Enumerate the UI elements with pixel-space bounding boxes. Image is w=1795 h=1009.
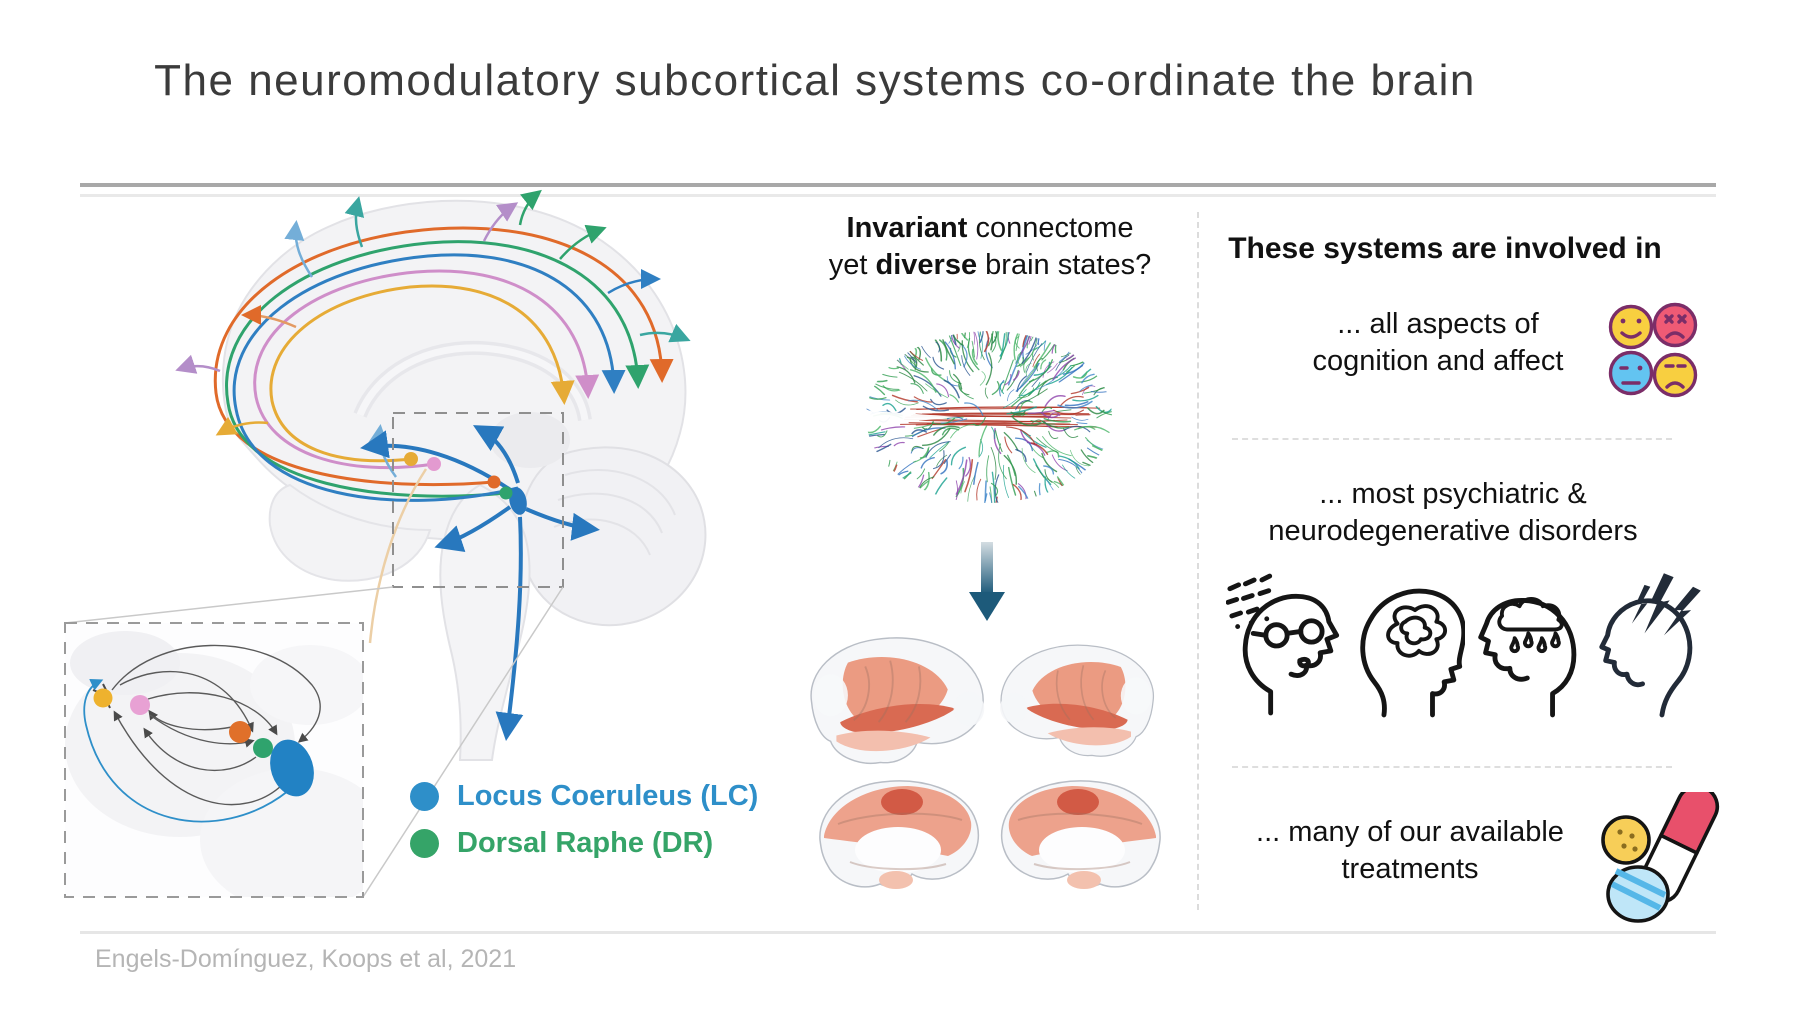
involved-item-disorders: ... most psychiatric & neurodegenerative… [1268, 478, 1638, 547]
lc-dot-icon [410, 782, 439, 811]
right-column-header: These systems are involved in [1228, 232, 1662, 265]
connectome-image [862, 331, 1112, 503]
depression-head-icon [1478, 596, 1577, 718]
legend-item-dr: Dorsal Raphe (DR) [410, 827, 758, 860]
zoom-region-box [392, 412, 564, 588]
pain-head-icon [1598, 573, 1701, 718]
legend-item-lc: Locus Coeruleus (LC) [410, 780, 758, 813]
brain-map-lateral-right [999, 644, 1155, 757]
emotion-faces-icon [1608, 302, 1698, 398]
footer-rule [80, 931, 1716, 934]
dr-dot-icon [410, 829, 439, 858]
brainstem [439, 483, 531, 761]
inset-node-yellow [93, 688, 113, 708]
involved-item-cognition: ... all aspects of cognition and affect [1312, 308, 1564, 377]
down-arrow-icon [969, 542, 1005, 621]
brain-map-medial-left [819, 780, 979, 889]
involved-item-treatments: ... many of our available treatments [1256, 816, 1564, 885]
anxiety-head-icon [1359, 588, 1465, 718]
right-divider-2 [1232, 766, 1672, 768]
heading-bold-invariant: Invariant [846, 212, 968, 244]
disorder-heads-row [1226, 572, 1710, 720]
brain-map-medial-right [1000, 779, 1162, 890]
nucleus-dot-pink [427, 457, 441, 471]
nucleus-dot-orange [487, 475, 501, 489]
memory-loss-head-icon [1226, 573, 1340, 716]
locus-coeruleus-node [509, 487, 527, 515]
right-divider-1 [1232, 438, 1672, 440]
brain-pathways-illustration [64, 189, 707, 898]
legend-label-dr: Dorsal Raphe (DR) [457, 827, 714, 859]
brain-map-lateral-left [810, 637, 985, 764]
header-rule-light [80, 194, 1716, 197]
callout-lines [64, 586, 564, 898]
pills-icon [1601, 792, 1720, 923]
dorsal-raphe-node [499, 486, 513, 500]
middle-heading: Invariant connectome yet diverse brain s… [828, 212, 1152, 281]
header-rule-dark [80, 183, 1716, 187]
pathway-arcs [213, 226, 674, 644]
pathway-branches [175, 189, 691, 478]
inset-node-green [253, 738, 273, 758]
brain-silhouette [221, 199, 707, 761]
brainstem-inset [64, 622, 364, 898]
citation: Engels-Domínguez, Koops et al, 2021 [95, 945, 517, 973]
vertical-divider [1197, 212, 1199, 910]
inset-node-orange [229, 721, 251, 743]
cerebellum [519, 446, 707, 627]
inset-node-lc [270, 739, 314, 797]
legend: Locus Coeruleus (LC) Dorsal Raphe (DR) [410, 780, 758, 860]
heading-bold-diverse: diverse [875, 249, 978, 281]
legend-label-lc: Locus Coeruleus (LC) [457, 780, 759, 812]
nucleus-dot-yellow [404, 452, 418, 466]
inset-node-pink [130, 695, 150, 715]
page-title: The neuromodulatory subcortical systems … [154, 56, 1476, 105]
